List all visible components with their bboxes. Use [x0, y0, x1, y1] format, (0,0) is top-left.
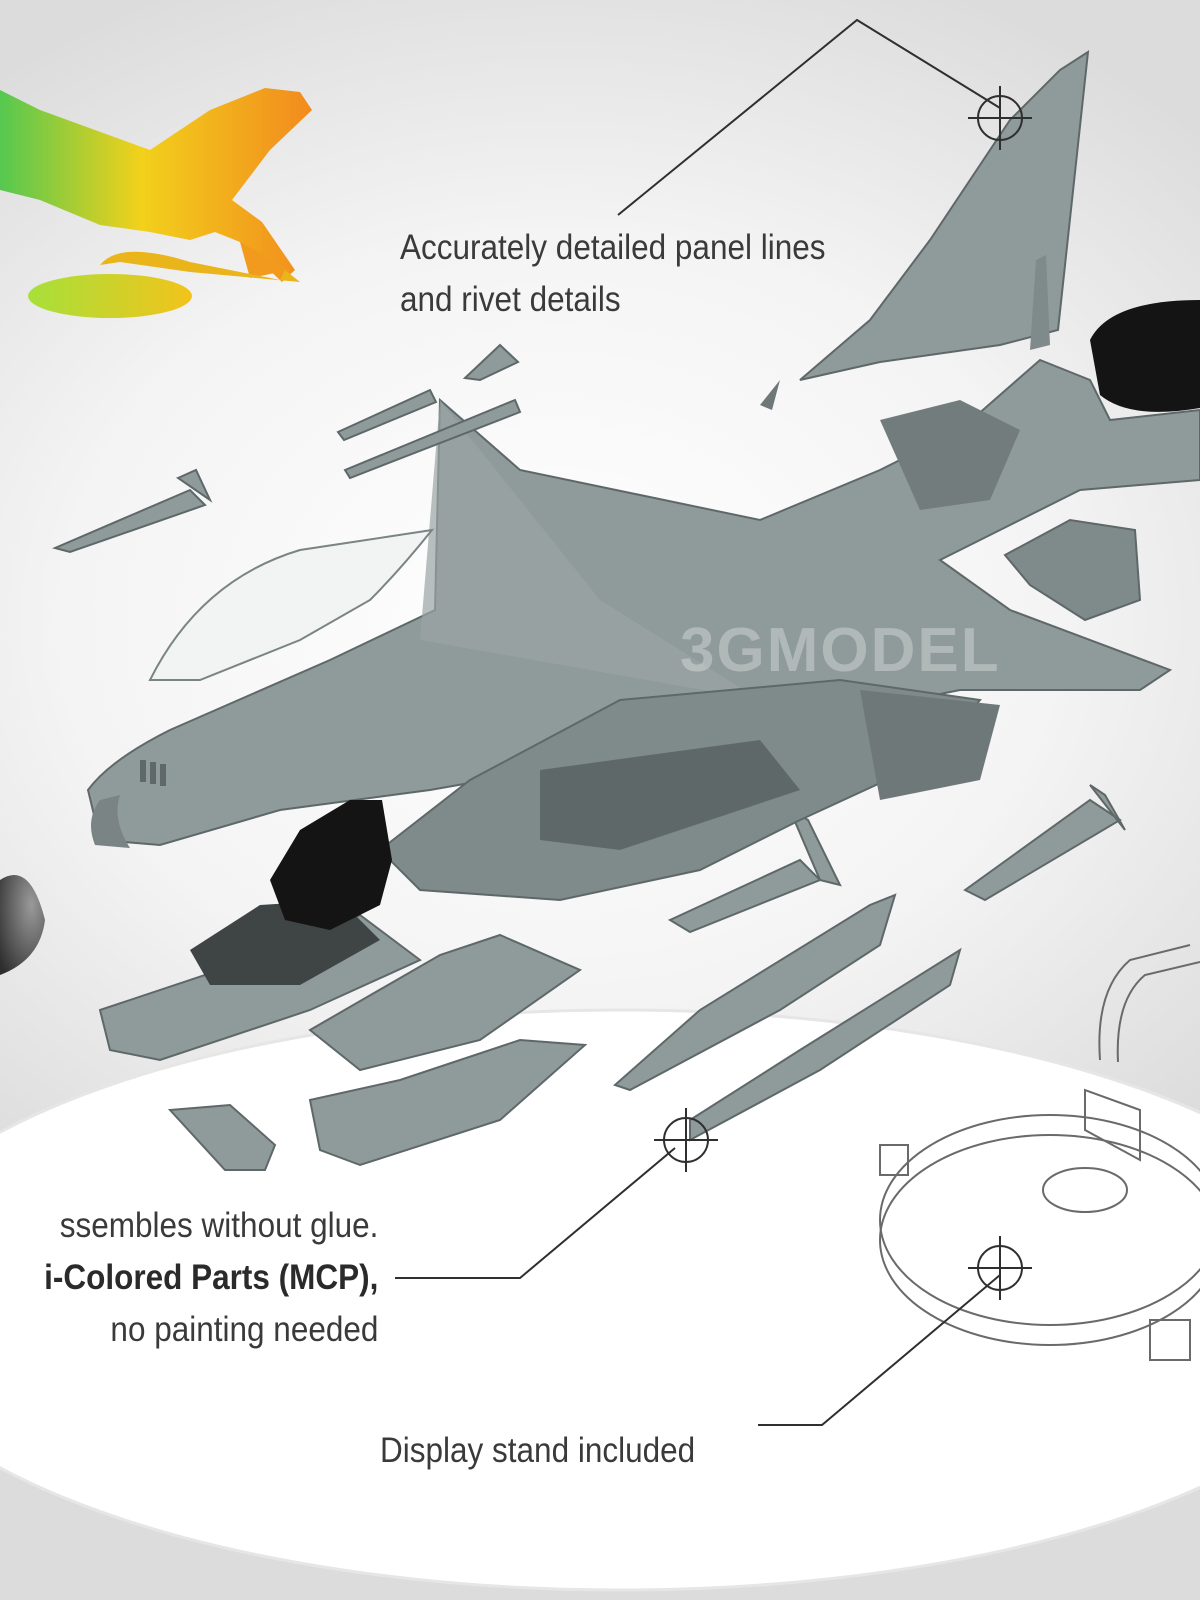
lower-fuselage-part: [378, 678, 1000, 902]
crosshair-icon: [968, 1236, 1032, 1300]
cockpit-seat-part: [98, 800, 422, 1062]
floor-ellipse: [0, 1008, 1200, 1592]
callout-panel-line1: Accurately detailed panel lines: [400, 228, 826, 267]
callout-glue-line1: ssembles without glue.: [59, 1206, 378, 1245]
callout-glue-line3: no painting needed: [109, 1310, 379, 1349]
crosshair-icon: [968, 86, 1032, 150]
nose-cone-part: [0, 875, 45, 975]
callout-panel-lines: Accurately detailed panel lines and rive…: [400, 222, 826, 326]
intake-panels: [167, 933, 588, 1171]
upper-fuselage-part: [86, 358, 1200, 848]
display-stand-part: [879, 944, 1200, 1361]
callout-leaders: [395, 18, 1001, 1426]
missiles-parts: [51, 343, 1126, 934]
fuel-tank-parts: [613, 893, 962, 1142]
pylon-part: [1003, 518, 1142, 622]
colored-jet-silhouette: [0, 88, 312, 318]
crosshair-icon: [654, 1108, 718, 1172]
engine-nozzle: [1090, 300, 1200, 412]
watermark-text: 3GMODEL: [680, 616, 1001, 685]
callout-panel-line2: and rivet details: [400, 280, 621, 319]
callout-glue-line2: i-Colored Parts (MCP),: [43, 1258, 378, 1297]
callout-no-glue: ssembles without glue. i-Colored Parts (…: [44, 1200, 378, 1356]
canopy-part: [148, 528, 435, 681]
callout-display-stand: Display stand included: [380, 1431, 696, 1470]
